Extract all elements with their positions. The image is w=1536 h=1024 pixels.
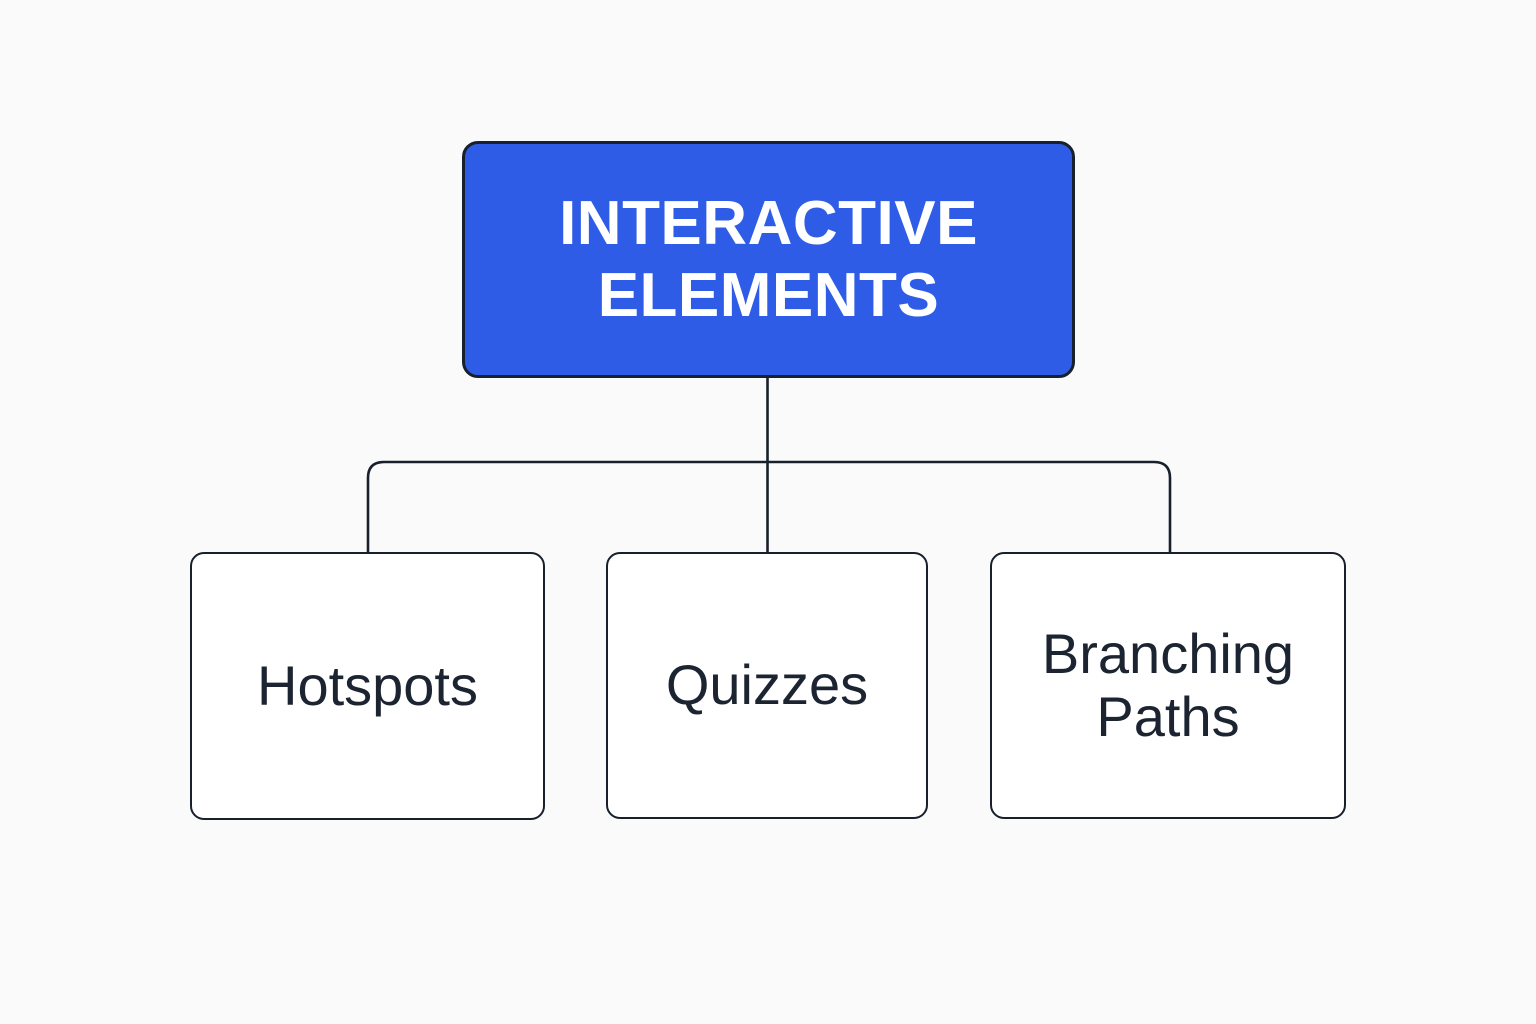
node-label-quizzes: Quizzes: [665, 653, 869, 717]
node-label-hotspots: Hotspots: [257, 653, 478, 717]
node-interactive-elements[interactable]: INTERACTIVE ELEMENTS: [462, 141, 1075, 378]
node-hotspots[interactable]: Hotspots: [190, 552, 545, 820]
node-label-root: INTERACTIVE ELEMENTS: [559, 188, 978, 330]
node-branching-paths[interactable]: Branching Paths: [990, 552, 1346, 819]
node-label-branching-paths: Branching Paths: [1041, 621, 1295, 748]
node-quizzes[interactable]: Quizzes: [606, 552, 928, 819]
connector-bus: [366, 460, 1172, 552]
